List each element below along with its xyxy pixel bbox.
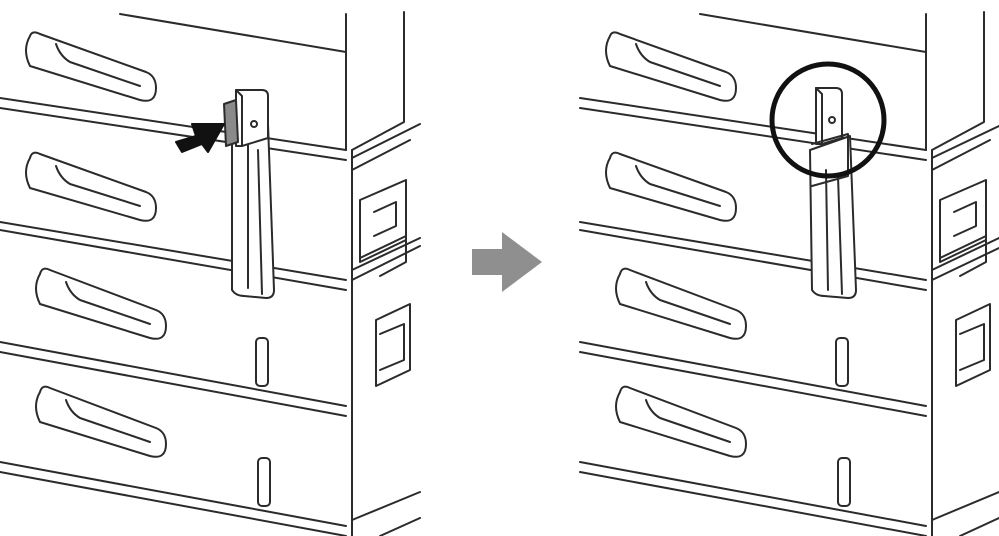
rail-bar <box>810 136 856 298</box>
drawer-handle <box>606 32 736 100</box>
drawer-line <box>0 342 346 406</box>
before-panel <box>0 12 420 536</box>
drawer-handle <box>36 387 166 457</box>
drawer-handle <box>26 153 156 221</box>
drawer-line <box>0 462 346 526</box>
slot <box>256 338 268 386</box>
slot <box>258 458 270 506</box>
push-arrow-icon <box>168 124 230 152</box>
drawer-line <box>0 352 346 416</box>
drawer-handle <box>616 269 746 339</box>
drawer-line <box>0 98 346 150</box>
rail-bar <box>232 124 274 298</box>
release-tab <box>224 90 268 146</box>
printer-side-panel <box>352 12 420 536</box>
drawer-handle <box>606 153 736 221</box>
drawer-line <box>580 342 926 406</box>
drawer-line <box>580 472 926 536</box>
printer-body-edge <box>926 14 932 536</box>
after-panel <box>580 12 999 536</box>
drawer-line <box>0 472 346 536</box>
slot <box>836 338 848 386</box>
drawer-line <box>580 98 926 150</box>
drawer-line <box>0 108 346 160</box>
drawer-handle <box>26 32 156 100</box>
drawer-line <box>700 14 926 52</box>
drawer-handle <box>616 387 746 457</box>
printer-body-edge <box>346 14 352 536</box>
drawer-line <box>0 230 346 290</box>
drawer-handle <box>36 269 166 339</box>
right-arrow-icon <box>472 232 542 292</box>
slot <box>838 458 850 506</box>
printer-side-panel <box>932 12 999 536</box>
drawer-line <box>120 14 346 52</box>
drawer-line <box>580 352 926 416</box>
drawer-line <box>580 230 926 290</box>
drawer-line <box>580 462 926 526</box>
